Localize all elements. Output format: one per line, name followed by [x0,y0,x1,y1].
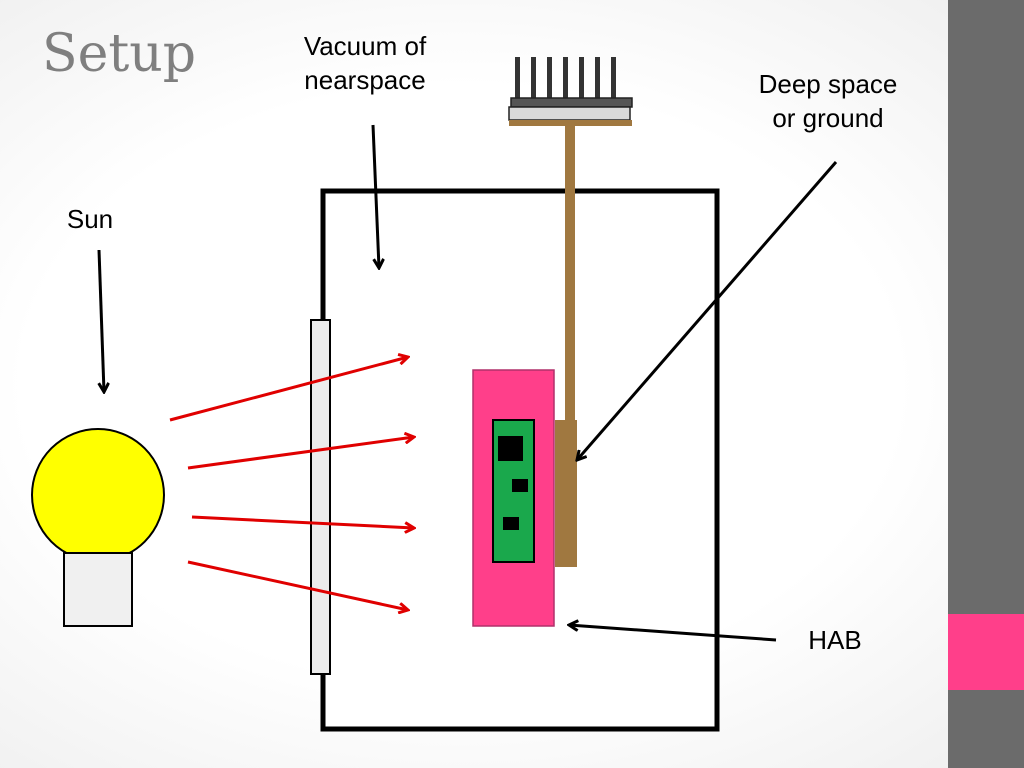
sun-ray-1 [169,357,408,422]
slide-title: Setup [42,24,197,84]
deep-space-label-line1: Deep space [758,69,898,99]
slide-accent-block [948,614,1024,690]
vacuum-label-line2: nearspace [304,64,426,95]
vacuum-label: Vacuum of nearspace [270,30,460,98]
setup-diagram [31,57,838,732]
deep-space-label: Deep space or ground [728,68,928,136]
thermal-strap [565,126,575,426]
hab-label: HAB [808,625,862,655]
hab-arrow [569,625,777,642]
deep-space-arrow [577,161,838,460]
sun-bulb-base [63,552,133,627]
sun-ray-4 [187,560,408,610]
sun-label: Sun [66,204,114,234]
sun-ray-3 [191,515,414,528]
vacuum-label-line1: Vacuum of [303,31,427,61]
sun-arrow [97,249,104,392]
sun-bulb [31,428,165,562]
chip-large [498,436,523,461]
heat-sink [508,57,633,126]
thermal-plate [555,420,577,567]
chip-small-2 [503,517,519,530]
vacuum-chamber [320,188,720,732]
deep-space-label-line2: or ground [772,102,884,133]
chamber-window [310,319,331,675]
vacuum-arrow [371,124,379,268]
sun-ray-2 [187,437,414,470]
chip-small-1 [512,479,528,492]
